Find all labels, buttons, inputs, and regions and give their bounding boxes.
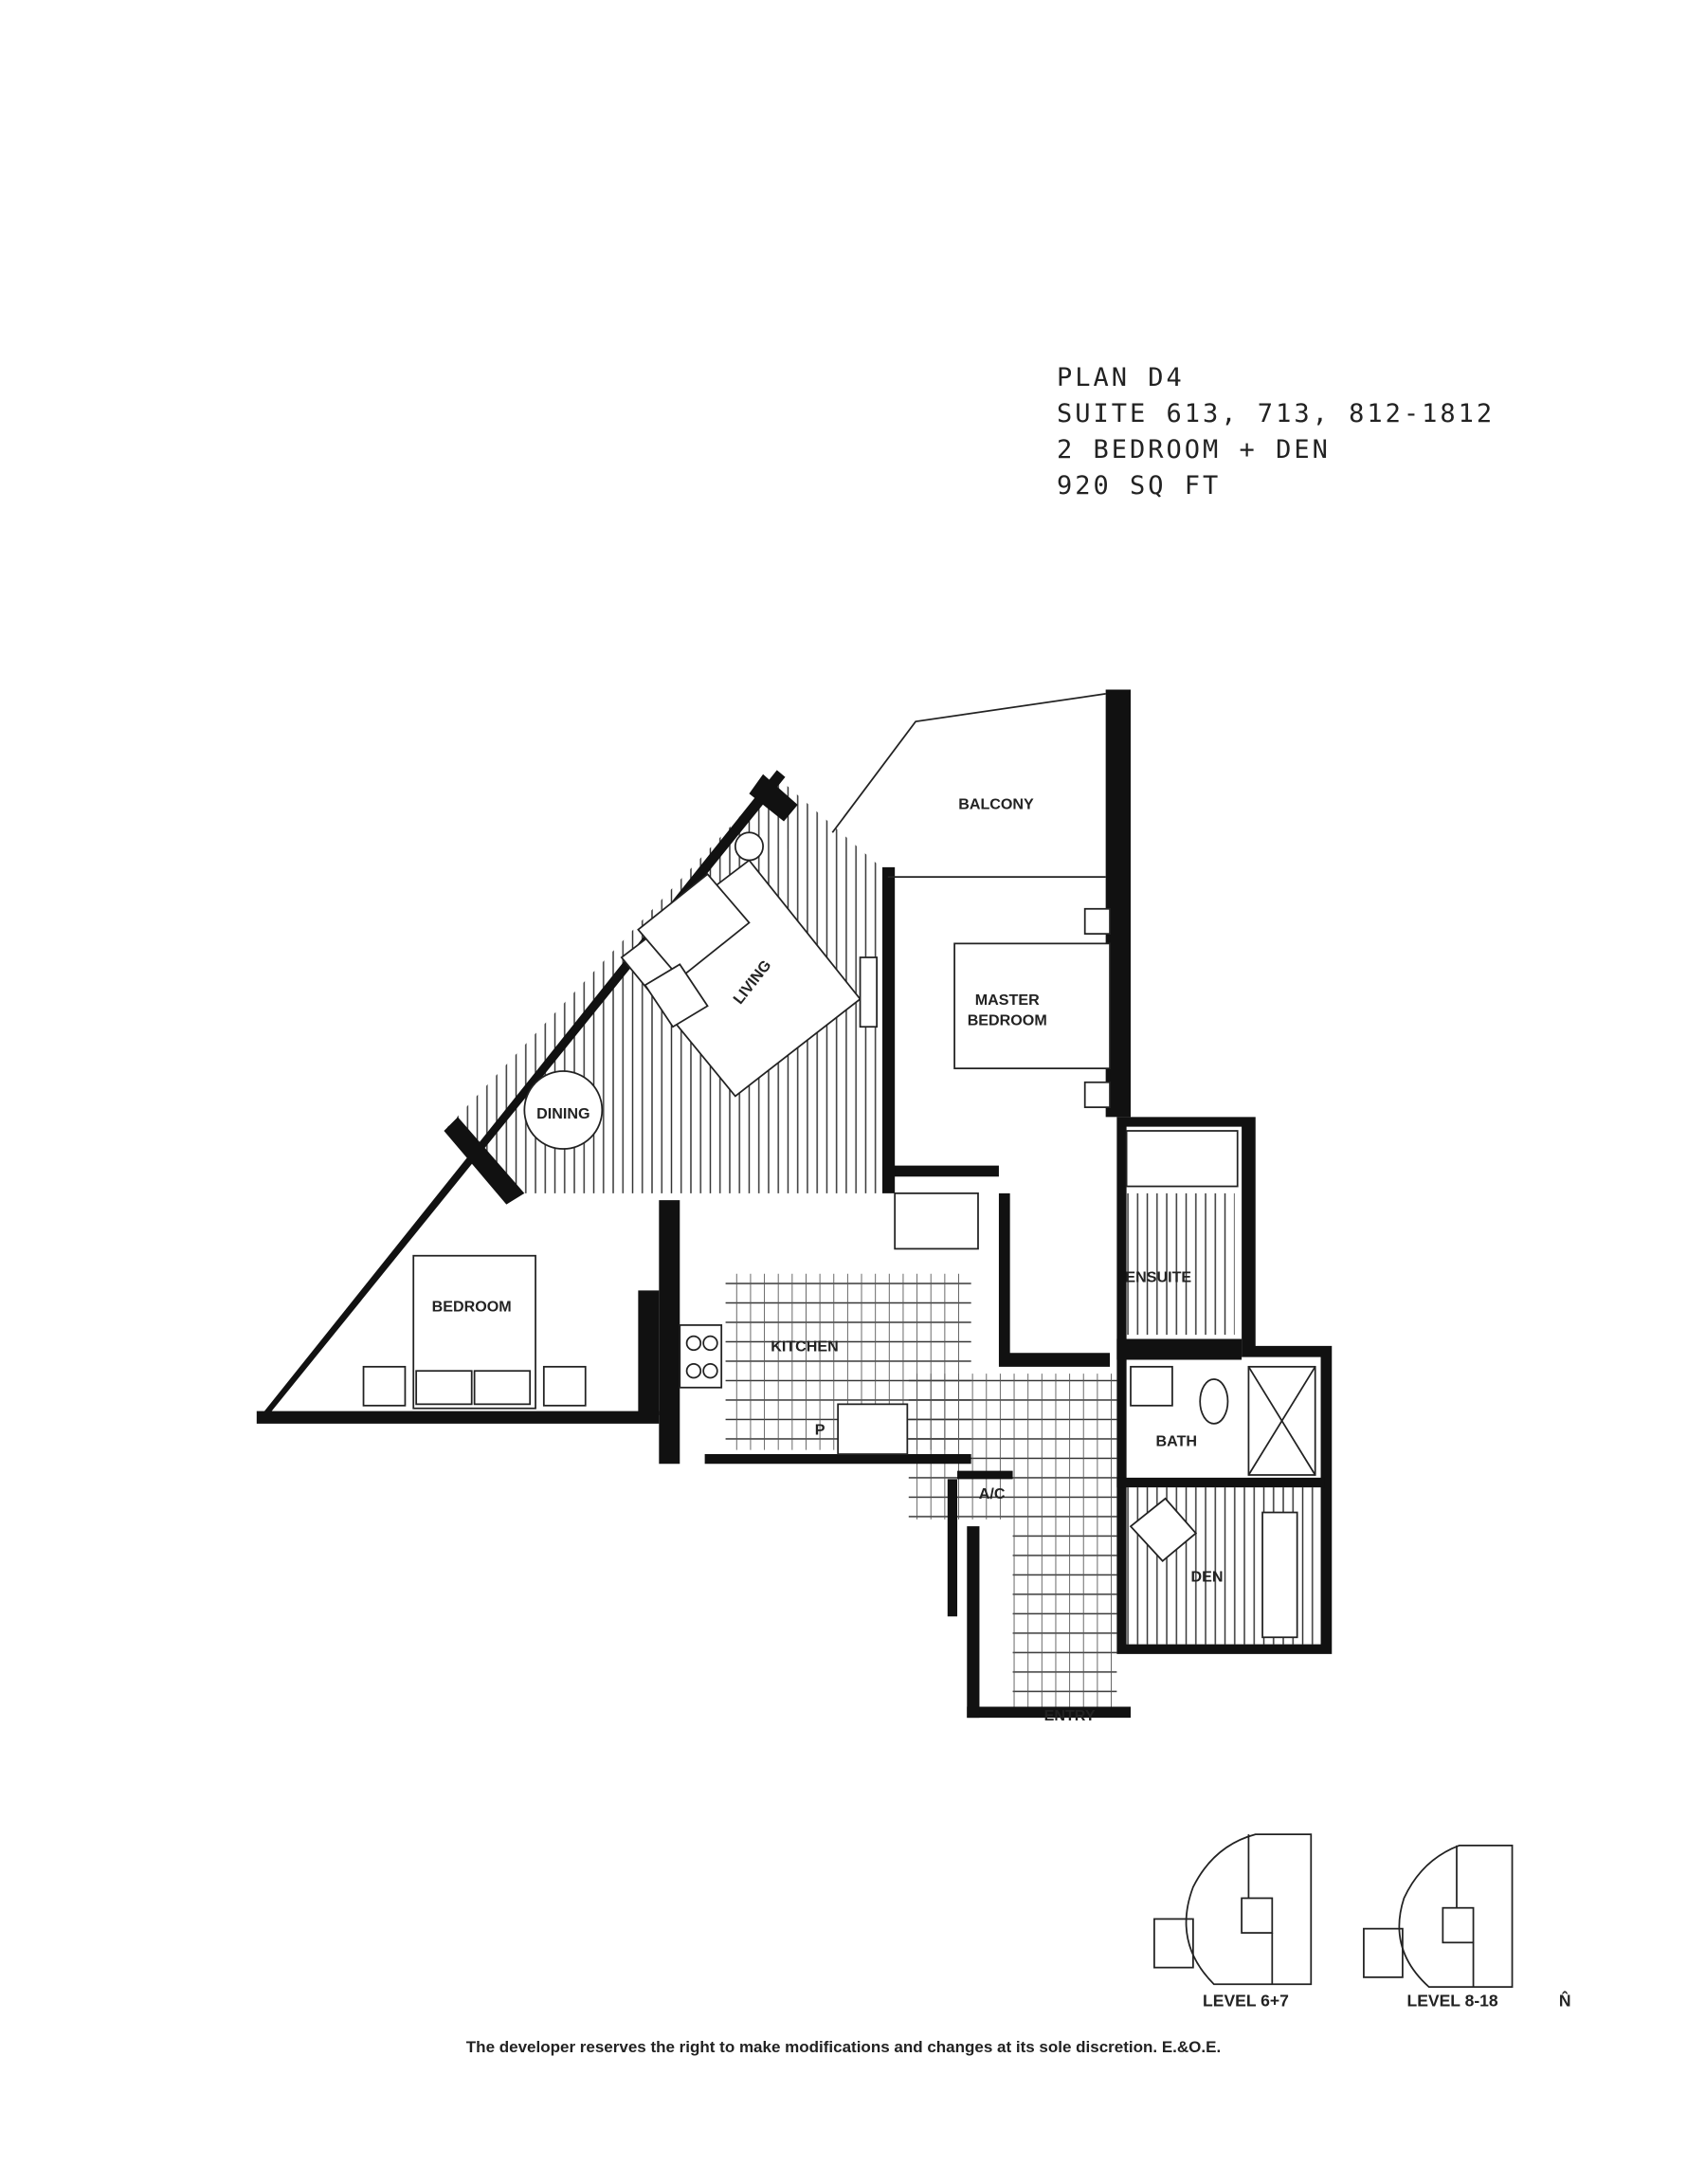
key-plan-label-2: LEVEL 8-18 — [1406, 1992, 1497, 2011]
room-label-bedroom: BEDROOM — [432, 1298, 512, 1315]
room-label-bath: BATH — [1156, 1432, 1198, 1449]
plan-suites: SUITE 613, 713, 812-1812 — [1057, 399, 1496, 428]
room-label-dining: DINING — [536, 1105, 590, 1122]
room-label-ensuite: ENSUITE — [1125, 1269, 1191, 1286]
key-plan-level-8-18 — [1363, 1844, 1514, 1989]
north-arrow-icon: N̂ — [1559, 1991, 1571, 2011]
entry-floor — [908, 1374, 1117, 1707]
room-label-entry: ENTRY — [1044, 1707, 1096, 1724]
living-furniture — [362, 831, 1316, 1639]
key-plan-level-6-7 — [1153, 1833, 1313, 1986]
plan-name: PLAN D4 — [1057, 363, 1185, 392]
room-label-balcony: BALCONY — [958, 795, 1034, 812]
key-plan-label-1: LEVEL 6+7 — [1203, 1992, 1289, 2011]
room-label-kitchen: KITCHEN — [771, 1338, 839, 1356]
room-label-ac: A/C — [979, 1485, 1006, 1502]
room-label-den: DEN — [1191, 1569, 1224, 1586]
room-label-master-2: BEDROOM — [968, 1012, 1047, 1029]
plan-type: 2 BEDROOM + DEN — [1057, 435, 1331, 464]
room-label-master-1: MASTER — [975, 992, 1040, 1009]
disclaimer: The developer reserves the right to make… — [465, 2038, 1222, 2056]
room-label-pantry: P — [815, 1422, 825, 1439]
plan-area: 920 SQ FT — [1057, 471, 1222, 500]
plan-info: PLAN D4 SUITE 613, 713, 812-1812 2 BEDRO… — [1057, 360, 1495, 504]
balcony-outline — [831, 693, 1106, 833]
ensuite-floor — [1123, 1192, 1235, 1336]
